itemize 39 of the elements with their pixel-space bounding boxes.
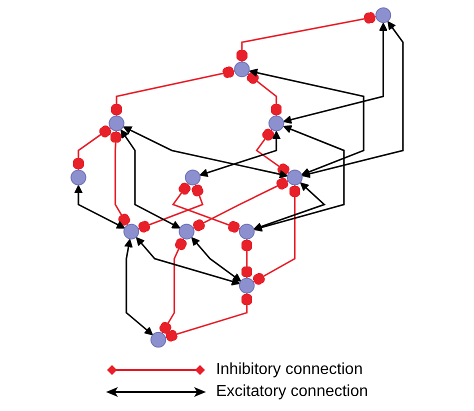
connector (72, 126, 112, 170)
node-circle (238, 224, 255, 240)
node-circle (108, 116, 124, 132)
arrow (191, 237, 242, 282)
connector (246, 72, 282, 116)
connector (110, 130, 130, 226)
arrow (120, 129, 180, 229)
connector (165, 293, 253, 342)
node-circle (268, 116, 284, 132)
connector (236, 12, 376, 62)
node-circle (238, 278, 255, 294)
connector (192, 178, 288, 232)
arrow (253, 182, 326, 231)
legend-label: Inhibitory connection (216, 360, 363, 380)
arrow (283, 22, 388, 124)
node-circle (234, 61, 250, 78)
arrow (74, 184, 126, 229)
node-circle (178, 224, 194, 240)
connector (172, 182, 240, 233)
connector (159, 238, 187, 334)
arrow (199, 130, 281, 177)
node-circle (123, 224, 140, 240)
node-circle (286, 170, 303, 186)
connector (110, 66, 235, 116)
arrow (124, 238, 154, 336)
arrow (254, 125, 345, 232)
node-circle (375, 7, 392, 24)
connector (256, 128, 290, 176)
arrow (249, 68, 364, 176)
connector (240, 238, 253, 278)
node-circle (184, 170, 201, 186)
arrow (302, 21, 404, 178)
arrow (136, 237, 240, 286)
node-circle (70, 170, 86, 186)
connector (138, 184, 204, 233)
legend-label: Excitatory connection (216, 382, 368, 402)
connector (252, 184, 301, 285)
node-circle (150, 332, 166, 348)
arrow (123, 126, 288, 178)
